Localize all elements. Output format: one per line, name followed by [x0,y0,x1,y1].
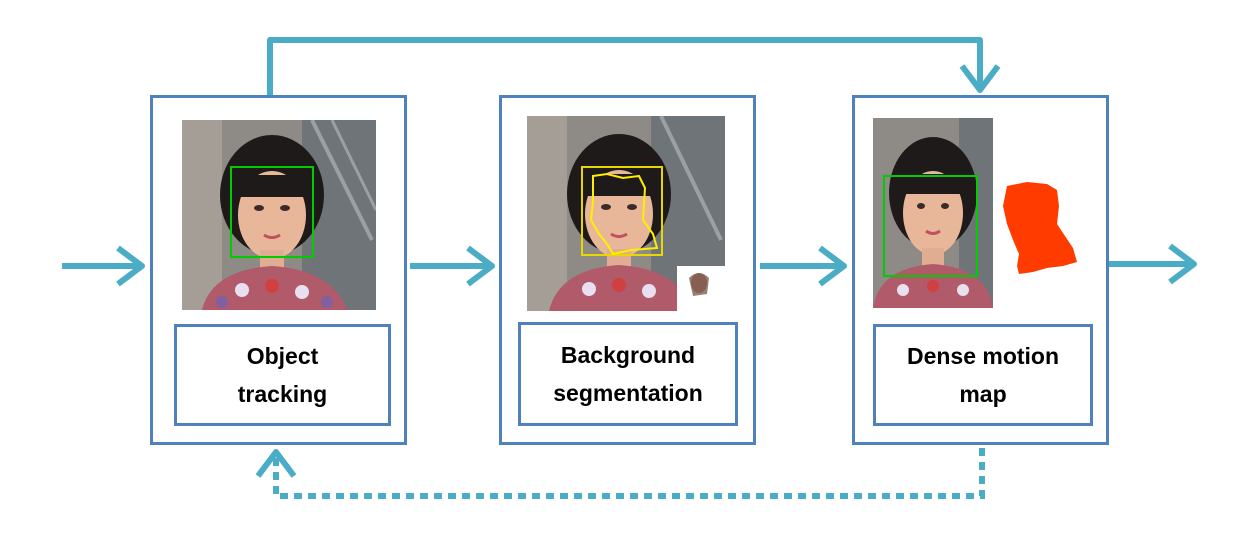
input-arrow [62,245,145,287]
stage-label-line2: map [959,381,1007,407]
tracking-photo [182,120,376,310]
feedback-connector [255,448,985,499]
label-background-segmentation: Background segmentation [518,322,738,426]
stage-label-line1: Dense motion [906,343,1060,369]
arrow-segmentation-to-motion [760,245,847,287]
stage-label-line2: segmentation [553,380,703,406]
output-arrow [1108,243,1197,285]
label-dense-motion-map: Dense motion map [873,324,1093,426]
arrow-tracking-to-segmentation [410,245,495,287]
label-object-tracking: Object tracking [174,324,391,426]
stage-label-line1: Background [560,342,696,368]
stage-label-line2: tracking [237,381,328,407]
feedforward-connector [267,37,1001,96]
motion-region-blob [999,180,1079,280]
stage-object-tracking: Object tracking [150,95,407,445]
stage-label-line1: Object [246,343,319,369]
stage-dense-motion-map: Dense motion map [852,95,1109,445]
motion-photo [873,118,993,308]
stage-background-segmentation: Background segmentation [499,95,756,445]
segmentation-photo [527,116,725,311]
